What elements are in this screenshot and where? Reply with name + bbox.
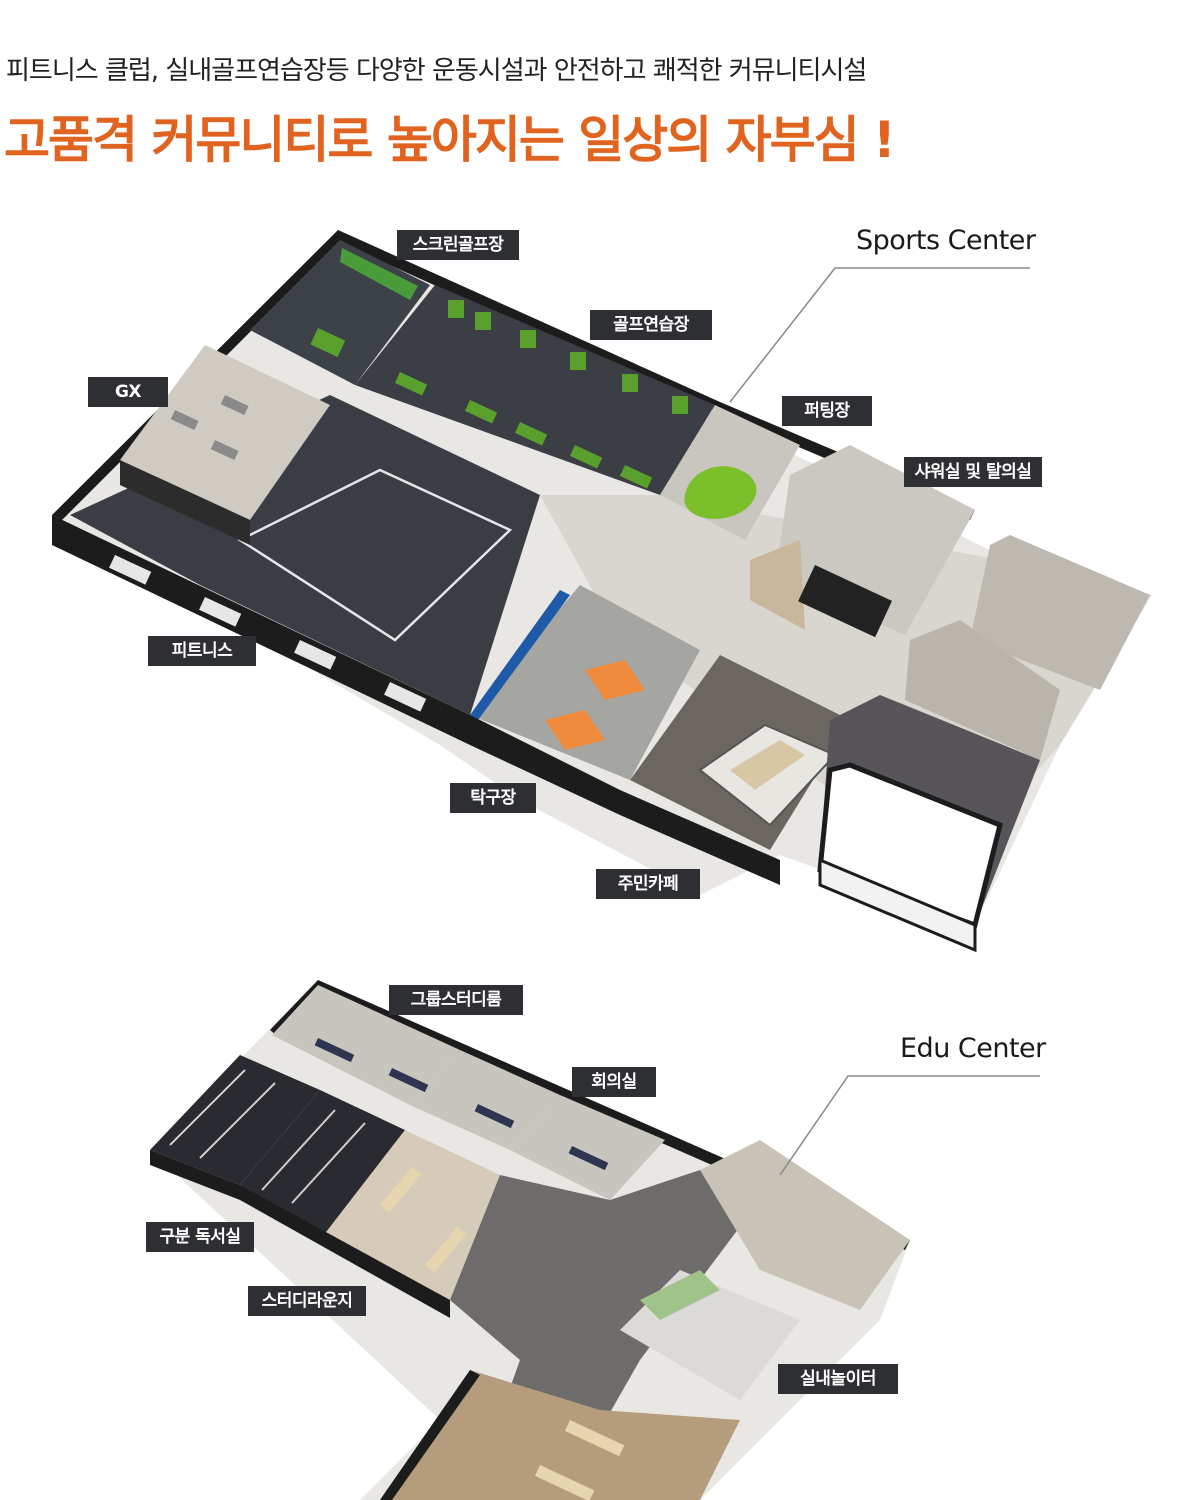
- table-tennis-floor: [470, 585, 700, 780]
- reading-room-floor: [150, 1055, 320, 1185]
- golf-practice-range: [355, 285, 715, 495]
- toilet-floor: [700, 1140, 910, 1310]
- page-headline: 고품격 커뮤니티로 높아지는 일상의 자부심 !: [4, 111, 896, 169]
- label-indoor-playground: 실내놀이터: [778, 1364, 898, 1394]
- label-putting: 퍼팅장: [782, 396, 872, 426]
- label-table-tennis: 탁구장: [450, 783, 536, 813]
- label-group-study: 그룹스터디룸: [389, 985, 523, 1015]
- edu-center-plan: [150, 980, 1040, 1500]
- edu-center-title: Edu Center: [900, 1033, 1046, 1064]
- sports-center-title: Sports Center: [856, 225, 1036, 256]
- label-resident-cafe: 주민카페: [596, 869, 700, 899]
- label-reading-room: 구분 독서실: [146, 1222, 254, 1252]
- label-meeting-room: 회의실: [572, 1067, 656, 1097]
- gx-room: [120, 345, 330, 520]
- page-subtitle: 피트니스 클럽, 실내골프연습장등 다양한 운동시설과 안전하고 쾌적한 커뮤니…: [6, 56, 867, 86]
- label-screen-golf: 스크린골프장: [397, 230, 519, 260]
- label-gx: GX: [88, 377, 168, 407]
- label-study-lounge: 스터디라운지: [248, 1286, 366, 1316]
- label-fitness: 피트니스: [148, 636, 256, 666]
- group-study-floor: [272, 985, 460, 1105]
- label-golf-practice: 골프연습장: [590, 310, 712, 340]
- sports-center-plan: [52, 230, 1152, 953]
- label-shower-locker: 샤워실 및 탈의실: [904, 457, 1042, 487]
